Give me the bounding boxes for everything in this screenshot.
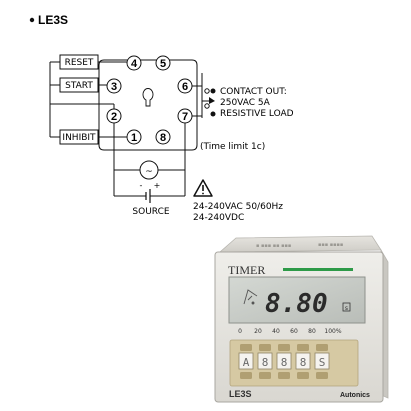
svg-text:6: 6	[182, 81, 188, 93]
svg-text:START: START	[65, 81, 93, 91]
wiring-lines	[49, 61, 203, 197]
inhibit-input-box: INHIBIT	[59, 129, 99, 145]
relay-contact-symbol	[202, 88, 216, 117]
time-limit-note: (Time limit 1c)	[200, 142, 265, 152]
percent-scale: 0 20 40 60 80 100%	[238, 328, 342, 335]
source-label: SOURCE	[132, 207, 169, 217]
switch-up-arrows	[240, 344, 328, 351]
device-photo: ▪ ▪▪▪ ▪▪ ▪▪▪ ▪▪▪ ▪▪▪▪ TIMER 8.80 s 0 20 …	[214, 235, 389, 403]
thumbwheel-switch[interactable]: A	[238, 352, 254, 370]
scale-label: 80	[308, 328, 316, 335]
svg-text:s: s	[345, 305, 348, 312]
scale-label: 0	[238, 328, 242, 335]
lcd-readout: 8.80	[265, 289, 328, 319]
thumbwheel-switch[interactable]: S	[314, 352, 330, 370]
start-input-box: START	[59, 77, 99, 93]
pin-7: 7	[177, 108, 193, 124]
scale-label: 20	[254, 328, 262, 335]
svg-text:8: 8	[262, 356, 269, 369]
source-spec-ac: 24-240VAC 50/60Hz	[193, 202, 283, 212]
thumbwheel-switch[interactable]: 8	[295, 352, 311, 370]
svg-text:8: 8	[300, 356, 307, 369]
svg-text:A: A	[243, 356, 250, 369]
plus-sign: +	[154, 181, 161, 190]
bullet-icon	[29, 17, 35, 23]
thumbwheel-switch[interactable]: 8	[257, 352, 273, 370]
device-maker-logo: Autonics	[340, 392, 370, 399]
svg-text:▪▪▪ ▪▪▪▪: ▪▪▪ ▪▪▪▪	[318, 242, 343, 248]
dc-battery-symbol: - +	[138, 181, 160, 203]
scale-label: 60	[290, 328, 298, 335]
pin-5: 5	[155, 55, 171, 71]
minus-sign: -	[140, 181, 143, 190]
pin-8: 8	[155, 129, 171, 145]
reset-input-box: RESET	[59, 54, 99, 70]
svg-text:1: 1	[131, 132, 137, 144]
svg-text:▪ ▪▪▪ ▪▪ ▪▪▪: ▪ ▪▪▪ ▪▪ ▪▪▪	[256, 243, 291, 249]
svg-text:5: 5	[160, 58, 166, 70]
contact-load: RESISTIVE LOAD	[220, 109, 294, 119]
device-brand-label: TIMER	[228, 263, 265, 277]
lcd-unit-indicator: s	[342, 302, 351, 312]
svg-text:2: 2	[111, 111, 117, 123]
svg-text:~: ~	[145, 167, 153, 177]
pin-2: 2	[106, 108, 122, 124]
svg-text:S: S	[319, 356, 326, 369]
svg-text:4: 4	[131, 58, 138, 70]
svg-text:8: 8	[281, 356, 288, 369]
key-notch-icon	[142, 88, 154, 107]
switch-down-arrows	[240, 372, 328, 379]
svg-text:RESET: RESET	[65, 58, 94, 68]
scale-label: 100%	[324, 328, 341, 335]
pin-6: 6	[177, 78, 193, 94]
indicator-bar	[283, 268, 353, 271]
pin-1: 1	[126, 129, 142, 145]
scale-label: 40	[272, 328, 280, 335]
device-top	[218, 235, 382, 253]
device-model-label: LE3S	[229, 389, 252, 399]
svg-text:7: 7	[182, 111, 188, 123]
svg-text:INHIBIT: INHIBIT	[62, 133, 96, 143]
ac-source-symbol: ~	[139, 160, 159, 180]
contact-out-label: CONTACT OUT:	[220, 87, 287, 97]
thumbwheel-switch[interactable]: 8	[276, 352, 292, 370]
warning-triangle-icon	[193, 179, 213, 197]
pin-3: 3	[106, 78, 122, 94]
svg-text:8: 8	[160, 132, 166, 144]
contact-rating: 250VAC 5A	[220, 98, 271, 108]
source-spec-dc: 24-240VDC	[193, 213, 244, 223]
lcd-display	[228, 276, 366, 324]
pin-4: 4	[126, 55, 142, 71]
lcd-progress-icon	[243, 289, 258, 305]
socket-outline	[98, 59, 198, 151]
section-heading: LE3S	[38, 13, 68, 27]
svg-text:3: 3	[111, 81, 117, 93]
